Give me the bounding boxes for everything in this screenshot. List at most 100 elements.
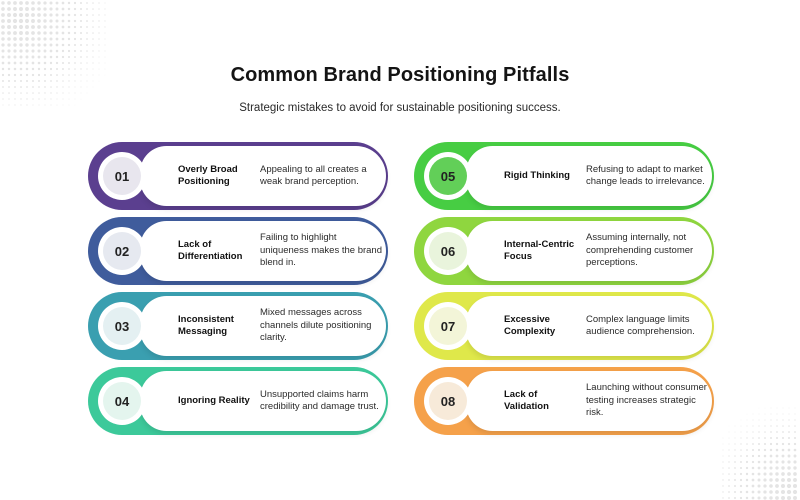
decorative-dot <box>745 460 749 464</box>
decorative-dot <box>787 454 791 458</box>
decorative-dot <box>734 479 736 481</box>
decorative-dot <box>55 31 59 35</box>
decorative-dot <box>751 478 755 482</box>
decorative-dot <box>751 454 755 458</box>
decorative-dot <box>86 14 88 16</box>
decorative-dot <box>769 454 773 458</box>
decorative-dot <box>734 485 736 487</box>
decorative-dot <box>775 442 779 446</box>
item-number: 03 <box>103 307 141 345</box>
decorative-dot <box>98 38 100 40</box>
decorative-dot <box>80 50 82 52</box>
decorative-dot <box>98 56 100 58</box>
decorative-dot <box>775 436 779 440</box>
decorative-dot <box>722 491 724 493</box>
decorative-dot <box>80 92 82 94</box>
decorative-dot <box>61 55 65 59</box>
decorative-dot <box>734 431 736 433</box>
decorative-dot <box>43 1 47 5</box>
decorative-dot <box>764 425 766 427</box>
decorative-dot <box>746 443 748 445</box>
decorative-dot <box>740 431 742 433</box>
decorative-dot <box>49 49 53 53</box>
decorative-dot <box>781 460 785 464</box>
decorative-dot <box>793 472 797 476</box>
decorative-dot <box>61 37 65 41</box>
decorative-dot <box>31 7 35 11</box>
decorative-dot <box>782 425 784 427</box>
decorative-dot <box>793 442 797 446</box>
decorative-dot <box>781 442 785 446</box>
decorative-dot <box>728 449 730 451</box>
decorative-dot <box>775 454 779 458</box>
decorative-dot <box>104 20 106 22</box>
decorative-dot <box>722 479 724 481</box>
decorative-dot <box>13 7 17 11</box>
decorative-dot <box>49 19 53 23</box>
decorative-dot <box>73 13 77 17</box>
decorative-dot <box>751 484 755 488</box>
decorative-dot <box>7 19 11 23</box>
decorative-dot <box>752 425 754 427</box>
decorative-dot <box>86 32 88 34</box>
decorative-dot <box>50 98 52 100</box>
decorative-dot <box>37 25 41 29</box>
decorative-dot <box>25 55 29 59</box>
decorative-dot <box>793 478 797 482</box>
decorative-dot <box>788 413 790 415</box>
decorative-dot <box>18 24 24 30</box>
decorative-dot <box>769 484 773 488</box>
decorative-dot <box>758 413 760 415</box>
decorative-dot <box>781 466 785 470</box>
decorative-dot <box>764 437 766 439</box>
decorative-dot <box>787 448 791 452</box>
decorative-dot <box>25 1 29 5</box>
decorative-dot <box>80 56 82 58</box>
decorative-dot <box>782 431 784 433</box>
decorative-dot <box>31 13 35 17</box>
decorative-dot <box>61 7 65 11</box>
item-card <box>466 221 712 281</box>
decorative-dot <box>74 92 76 94</box>
decorative-dot <box>62 98 64 100</box>
item-number: 02 <box>103 232 141 270</box>
decorative-dot <box>763 454 767 458</box>
decorative-dot <box>80 38 82 40</box>
decorative-dot <box>794 431 796 433</box>
decorative-dot <box>73 31 77 35</box>
decorative-dot <box>786 495 792 500</box>
decorative-dot <box>722 449 724 451</box>
decorative-dot <box>722 443 724 445</box>
decorative-dot <box>73 1 77 5</box>
decorative-dot <box>746 413 748 415</box>
decorative-dot <box>73 37 77 41</box>
decorative-dot <box>61 19 65 23</box>
decorative-dot <box>787 466 791 470</box>
decorative-dot <box>734 473 736 475</box>
decorative-dot <box>787 460 791 464</box>
decorative-dot <box>758 419 760 421</box>
decorative-dot <box>740 455 742 457</box>
decorative-dot <box>24 24 30 30</box>
decorative-dot <box>55 55 59 59</box>
decorative-dot <box>104 56 106 58</box>
decorative-dot <box>67 49 71 53</box>
decorative-dot <box>793 466 797 470</box>
item-number: 01 <box>103 157 141 195</box>
decorative-dot <box>18 12 24 18</box>
decorative-dot <box>746 419 748 421</box>
decorative-dot <box>763 490 767 494</box>
item-number: 07 <box>429 307 467 345</box>
item-description: Assuming internally, not comprehending c… <box>586 232 694 269</box>
decorative-dot <box>68 92 70 94</box>
decorative-dot <box>79 19 83 23</box>
decorative-dot <box>740 437 742 439</box>
decorative-dot <box>794 419 796 421</box>
decorative-dot <box>25 7 29 11</box>
decorative-dot <box>787 478 791 482</box>
decorative-dot <box>788 431 790 433</box>
decorative-dot <box>43 31 47 35</box>
decorative-dot <box>769 478 773 482</box>
decorative-dot <box>67 55 71 59</box>
decorative-dot <box>19 43 23 47</box>
